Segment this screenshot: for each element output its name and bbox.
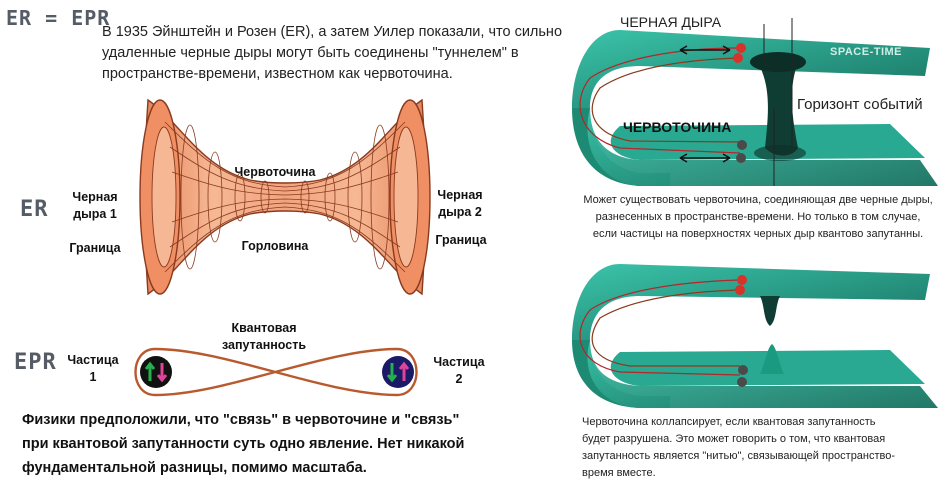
conclusion-line-3: фундаментальной разницы, помимо масштаба… (22, 460, 367, 476)
bottom-caption-line-1: Червоточина коллапсирует, если квантовая… (582, 416, 876, 428)
bottom-caption-line-3: запутанность является "нитью", связывающ… (582, 450, 896, 462)
entanglement-line1: Квантовая (231, 321, 297, 335)
epr-side-label: EPR (14, 350, 57, 375)
wormhole-label: Червоточина (234, 165, 316, 179)
particle-2-label: Частица 2 (424, 354, 494, 388)
conclusion-line-2: при квантовой запутанности суть одно явл… (22, 436, 465, 452)
bh1-line1: Черная (72, 190, 118, 204)
particle-2-line1: Частица (433, 355, 485, 369)
boundary-left-label: Граница (69, 241, 121, 255)
page-title: ER = EPR (6, 6, 111, 30)
particle-2-line2: 2 (455, 372, 463, 386)
bottom-figure-caption: Червоточина коллапсирует, если квантовая… (582, 414, 942, 482)
spacetime-wormhole-figure (572, 18, 938, 186)
bottom-caption-line-2: будет разрушена. Это может говорить о то… (582, 433, 886, 445)
top-caption-line-2: разнесенных в пространстве-времени. Но т… (595, 211, 921, 223)
bottom-caption-line-4: время вместе. (582, 467, 656, 479)
particle-1-label: Частица 1 (58, 352, 128, 386)
black-hole-1-label: Черная дыра 1 (60, 189, 130, 223)
black-hole-2-label: Черная дыра 2 (425, 187, 495, 221)
collapsed-wormhole-figure (572, 264, 938, 408)
top-figure-caption: Может существовать червоточина, соединяю… (568, 192, 948, 243)
entanglement-label: Квантовая запутанность (204, 320, 324, 354)
wormhole-sheet-label: ЧЕРВОТОЧИНА (623, 119, 732, 135)
conclusion-text: Физики предположили, что "связь" в черво… (22, 408, 562, 480)
top-caption-line-3: если частицы на поверхностях черных дыр … (592, 228, 924, 240)
entanglement-line2: запутанность (221, 338, 307, 352)
wormhole-funnel-diagram (139, 98, 431, 296)
intro-line-1: В 1935 Эйнштейн и Розен (ER), а затем Уи… (102, 24, 563, 40)
er-side-label: ER (20, 197, 49, 222)
bh2-line2: дыра 2 (438, 205, 482, 219)
intro-line-3: пространстве-времени, известном как черв… (102, 66, 453, 82)
throat-label: Горловина (241, 239, 309, 253)
particle-1-line1: Частица (67, 353, 119, 367)
space-time-label: SPACE-TIME (830, 46, 903, 58)
black-hole-label: ЧЕРНАЯ ДЫРА (620, 14, 722, 30)
particle-1-line2: 1 (89, 370, 97, 384)
event-horizon-label: Горизонт событий (797, 96, 923, 113)
top-caption-line-1: Может существовать червоточина, соединяю… (583, 194, 933, 206)
bh2-line1: Черная (437, 188, 483, 202)
intro-text: В 1935 Эйнштейн и Розен (ER), а затем Уи… (102, 22, 572, 85)
boundary-right-label: Граница (435, 233, 487, 247)
conclusion-line-1: Физики предположили, что "связь" в черво… (22, 412, 460, 428)
intro-line-2: удаленные черные дыры могут быть соедине… (102, 45, 519, 61)
entanglement-loop (134, 347, 418, 397)
bh1-line2: дыра 1 (73, 207, 117, 221)
